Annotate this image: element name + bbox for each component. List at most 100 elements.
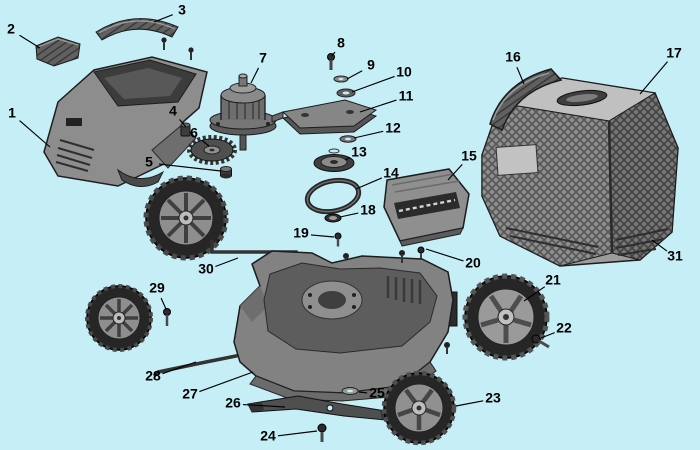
callout-line-2 bbox=[19, 34, 41, 49]
callout-label-2: 2 bbox=[7, 21, 15, 37]
callout-label-29: 29 bbox=[149, 280, 165, 296]
callout-label-21: 21 bbox=[545, 272, 561, 288]
callout-label-6: 6 bbox=[190, 125, 198, 141]
part-wheel-rear-right bbox=[462, 273, 550, 361]
callout-line-4 bbox=[179, 119, 187, 128]
callout-label-20: 20 bbox=[465, 255, 481, 271]
part-bag-bottom-slats bbox=[505, 227, 669, 256]
callout-line-6 bbox=[201, 139, 210, 147]
callout-line-11 bbox=[359, 99, 397, 113]
callout-label-13: 13 bbox=[351, 144, 367, 160]
part-deck bbox=[233, 250, 458, 402]
part-handle-grip bbox=[95, 18, 179, 41]
part-rear-handle bbox=[489, 68, 563, 132]
part-pulley-13 bbox=[313, 148, 355, 172]
part-wheel-rear-left bbox=[85, 284, 153, 352]
part-gear-6 bbox=[187, 135, 237, 165]
callout-label-24: 24 bbox=[260, 428, 276, 444]
callout-line-24 bbox=[277, 430, 318, 437]
callout-line-13 bbox=[344, 156, 351, 161]
callout-label-12: 12 bbox=[385, 120, 401, 136]
callout-label-30: 30 bbox=[198, 261, 214, 277]
callout-line-15 bbox=[447, 163, 463, 181]
callout-label-5: 5 bbox=[145, 154, 153, 170]
bag-frame-clip bbox=[495, 144, 539, 176]
callout-label-4: 4 bbox=[169, 103, 177, 119]
callout-line-31 bbox=[651, 239, 668, 252]
callout-label-18: 18 bbox=[360, 202, 376, 218]
part-top-cover bbox=[43, 56, 208, 187]
callout-label-7: 7 bbox=[259, 50, 267, 66]
callout-line-20 bbox=[425, 248, 464, 262]
callout-line-18 bbox=[339, 212, 359, 218]
callout-label-28: 28 bbox=[145, 368, 161, 384]
callout-label-27: 27 bbox=[182, 386, 198, 402]
callout-line-30 bbox=[215, 257, 239, 268]
part-bearing-18 bbox=[324, 213, 342, 223]
part-bolt-29 bbox=[163, 308, 171, 326]
part-mulch-flap bbox=[383, 168, 470, 247]
callout-line-8 bbox=[331, 51, 336, 57]
callout-label-9: 9 bbox=[367, 57, 375, 73]
callout-line-19 bbox=[310, 234, 335, 238]
part-belt-14 bbox=[304, 177, 362, 215]
part-grass-bag bbox=[481, 77, 679, 267]
part-bolt-8 bbox=[327, 53, 335, 70]
part-wheel-front-left bbox=[143, 175, 229, 261]
callout-line-12 bbox=[353, 130, 384, 139]
callout-label-15: 15 bbox=[461, 148, 477, 164]
part-bolt-22 bbox=[531, 334, 550, 349]
callout-line-10 bbox=[351, 75, 395, 93]
part-washer-12 bbox=[339, 135, 357, 143]
callout-label-22: 22 bbox=[556, 320, 572, 336]
callout-line-1 bbox=[19, 120, 51, 148]
part-washer-9 bbox=[333, 75, 349, 83]
callout-line-14 bbox=[355, 177, 383, 190]
callout-line-28 bbox=[162, 361, 197, 375]
callout-label-31: 31 bbox=[667, 248, 683, 264]
grip-screw-right bbox=[188, 47, 194, 60]
callout-line-7 bbox=[250, 67, 260, 84]
deck-screws bbox=[343, 250, 450, 354]
part-bolt-19 bbox=[334, 232, 342, 247]
callout-label-3: 3 bbox=[178, 2, 186, 18]
callout-label-17: 17 bbox=[666, 45, 682, 61]
bag-handle-slot bbox=[556, 89, 608, 107]
callout-label-8: 8 bbox=[337, 35, 345, 51]
part-screw-20 bbox=[417, 246, 425, 260]
part-motor bbox=[209, 73, 277, 151]
cover-lower-arc bbox=[116, 168, 165, 187]
callout-label-23: 23 bbox=[485, 390, 501, 406]
part-cover-flap bbox=[35, 36, 81, 67]
callout-line-21 bbox=[523, 286, 546, 302]
part-bolt-24 bbox=[317, 423, 327, 442]
part-pin-4 bbox=[180, 122, 191, 137]
cover-vents bbox=[55, 139, 95, 172]
callout-line-25 bbox=[358, 391, 368, 394]
callout-label-19: 19 bbox=[293, 225, 309, 241]
callout-label-11: 11 bbox=[399, 88, 414, 104]
callout-label-10: 10 bbox=[396, 64, 412, 80]
callout-line-16 bbox=[516, 66, 525, 85]
callout-line-23 bbox=[455, 400, 484, 407]
cover-badge bbox=[66, 118, 82, 126]
callout-line-27 bbox=[199, 371, 254, 393]
callout-label-26: 26 bbox=[225, 395, 241, 411]
part-washer-10 bbox=[336, 88, 356, 98]
callout-label-25: 25 bbox=[369, 385, 385, 401]
callout-label-16: 16 bbox=[505, 49, 521, 65]
callout-line-9 bbox=[346, 70, 363, 80]
callout-line-5 bbox=[158, 163, 222, 172]
callout-label-1: 1 bbox=[8, 105, 16, 121]
callout-line-3 bbox=[153, 14, 173, 23]
grip-screw-left bbox=[161, 37, 167, 50]
callout-line-22 bbox=[540, 332, 555, 339]
callout-line-17 bbox=[639, 61, 668, 95]
part-wheel-front-right bbox=[381, 370, 457, 446]
part-bracket-11 bbox=[271, 99, 378, 135]
callout-line-26 bbox=[242, 404, 286, 408]
callout-label-14: 14 bbox=[383, 165, 399, 181]
